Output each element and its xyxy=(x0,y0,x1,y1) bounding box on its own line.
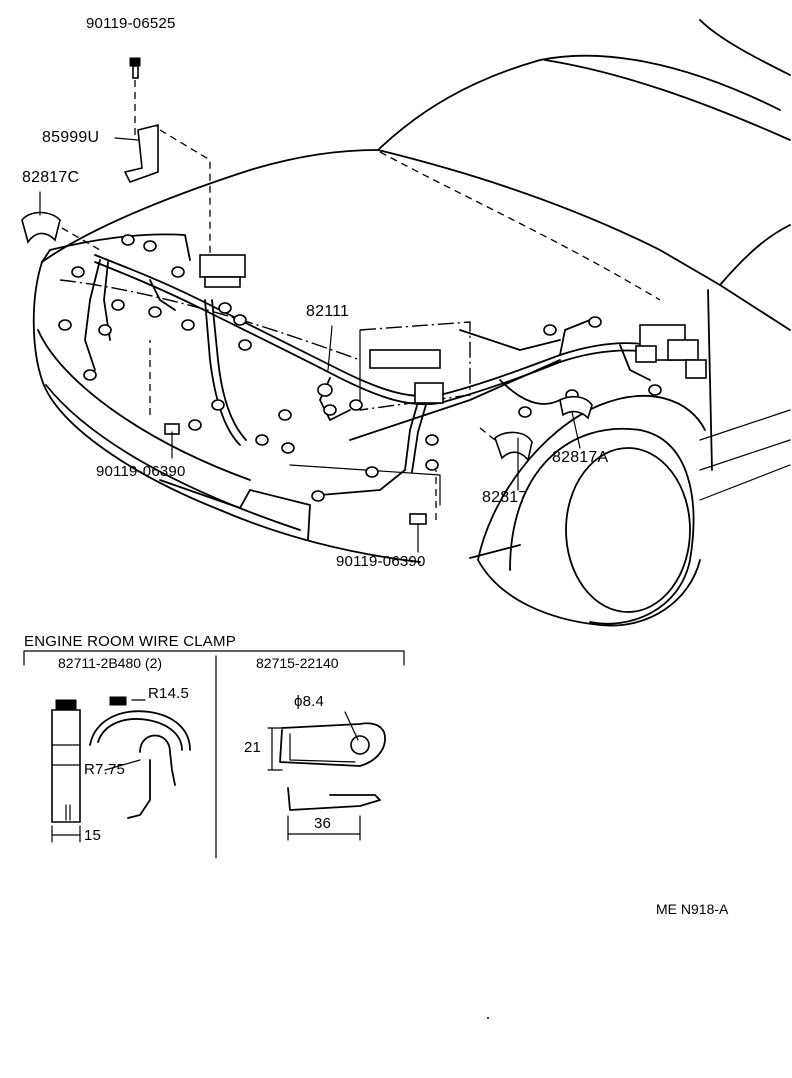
diagram-code: ME N918-A xyxy=(656,901,729,917)
width-label-right: 36 xyxy=(314,815,332,832)
clamp-82711-drawing xyxy=(51,696,191,843)
radius-label-large: R14.5 xyxy=(148,685,190,702)
label-bracket: 85999U xyxy=(42,129,100,146)
clamp-mid-icon xyxy=(479,427,533,462)
detail-title: ENGINE ROOM WIRE CLAMP xyxy=(24,633,236,650)
label-clamp-mid: 82817 xyxy=(482,489,528,506)
label-bolt-top: 90119-06525 xyxy=(86,15,176,32)
label-bolt-left: 90119-06390 xyxy=(96,463,186,480)
bolt-top-icon xyxy=(129,57,141,140)
height-label: 21 xyxy=(244,739,262,756)
stray-mark xyxy=(487,1017,489,1019)
bracket-icon xyxy=(123,123,211,255)
width-label-left: 15 xyxy=(84,827,102,844)
diameter-label: ϕ8.4 xyxy=(294,693,325,710)
label-bolt-bottom: 90119-06390 xyxy=(336,553,426,570)
label-harness: 82111 xyxy=(306,303,350,320)
bolt-left-icon xyxy=(149,340,180,435)
car-body-outline xyxy=(32,19,791,627)
detail-box xyxy=(23,650,405,859)
clamp-82715-drawing xyxy=(267,711,386,841)
radius-label-small: R7.75 xyxy=(84,761,126,778)
leader-lines xyxy=(39,137,581,553)
clamp-right-icon xyxy=(559,395,593,420)
clamp-left-icon xyxy=(21,211,101,251)
detail-left-part: 82711-2B480 (2) xyxy=(58,655,163,671)
label-clamp-right: 82817A xyxy=(552,449,609,466)
label-clamp-left: 82817C xyxy=(22,169,80,186)
detail-right-part: 82715-22140 xyxy=(256,655,339,671)
wire-harness-82111 xyxy=(58,234,707,502)
bolt-bottom-icon xyxy=(409,470,437,525)
